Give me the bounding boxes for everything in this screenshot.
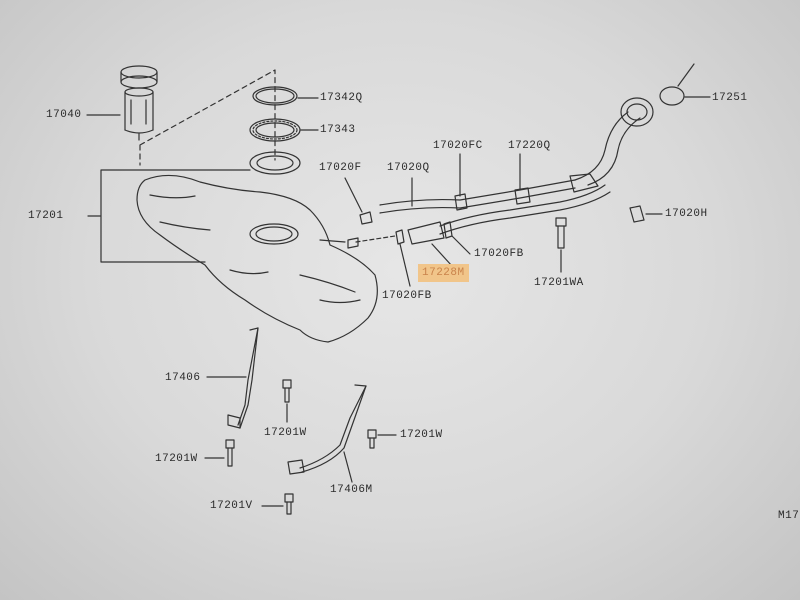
- leader-17020fb-right: [451, 235, 471, 255]
- label-17251: 17251: [712, 92, 748, 104]
- label-17201w-c: 17201W: [155, 453, 198, 465]
- assembly-dashed-line: [139, 69, 276, 166]
- label-17228m-highlighted: 17228M: [418, 264, 469, 282]
- label-17343: 17343: [320, 124, 356, 136]
- label-17040: 17040: [46, 109, 82, 121]
- bracket-17201: [87, 169, 251, 263]
- leader-17020f: [344, 177, 363, 213]
- label-17020fc: 17020FC: [433, 140, 483, 152]
- label-17020q: 17020Q: [387, 162, 430, 174]
- dashed-hose-line: [355, 235, 396, 243]
- fuel-cap: [659, 63, 695, 106]
- strap-17406m: [287, 384, 367, 475]
- leader-17020fb-bottom: [399, 243, 411, 287]
- fuel-tank: [136, 174, 378, 343]
- bolt-17201w-b: [367, 429, 377, 449]
- label-17020h: 17020H: [665, 208, 708, 220]
- label-17201w-a: 17201W: [264, 427, 307, 439]
- label-17201: 17201: [28, 210, 64, 222]
- leader-17228m: [431, 243, 453, 267]
- label-17201v: 17201V: [210, 500, 253, 512]
- label-17201wa: 17201WA: [534, 277, 584, 289]
- label-17020fb-right: 17020FB: [474, 248, 524, 260]
- clip-17020h: [629, 205, 645, 223]
- label-17020fb-bottom: 17020FB: [382, 290, 432, 302]
- filler-hoses: [379, 97, 654, 245]
- leader-17406m: [343, 451, 353, 483]
- clip-tank-port: [347, 237, 359, 249]
- label-17020f: 17020F: [319, 162, 362, 174]
- bolt-17201w-a: [282, 379, 292, 403]
- ring-17343: [249, 118, 301, 142]
- label-17342q: 17342Q: [320, 92, 363, 104]
- bolt-17201w-c: [225, 439, 235, 467]
- label-17220q: 17220Q: [508, 140, 551, 152]
- gasket-ring: [249, 151, 301, 175]
- label-17406m: 17406M: [330, 484, 373, 496]
- page-code: M17: [778, 510, 800, 522]
- fuel-pump-module: [120, 65, 158, 141]
- label-17201w-b: 17201W: [400, 429, 443, 441]
- bolt-17201v: [284, 493, 294, 515]
- ring-17342q: [252, 86, 298, 106]
- clip-17020f: [359, 211, 373, 225]
- strap-17406: [227, 327, 259, 429]
- bolt-17201wa: [555, 217, 567, 249]
- label-17406: 17406: [165, 372, 201, 384]
